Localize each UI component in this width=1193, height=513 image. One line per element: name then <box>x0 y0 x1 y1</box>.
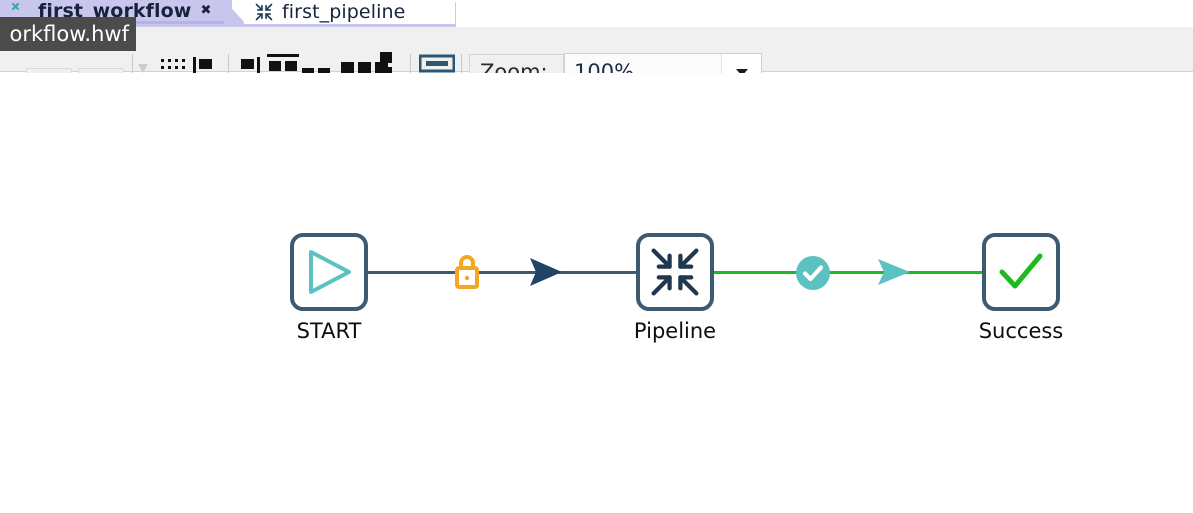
align-top-button[interactable] <box>266 54 300 80</box>
hop-line-start-to-pipeline[interactable] <box>367 271 636 274</box>
node-success[interactable] <box>982 233 1060 311</box>
tab-label: first_workflow <box>38 0 192 22</box>
toolbar-separator-4 <box>461 54 462 76</box>
hop-arrow-start-to-pipeline[interactable] <box>530 257 564 291</box>
toolbar-separator-2 <box>228 54 229 76</box>
toolbar-separator-1 <box>132 54 133 76</box>
hop-line-pipeline-to-success[interactable] <box>713 271 982 274</box>
tab-label: first_pipeline <box>282 1 406 23</box>
node-start[interactable] <box>290 233 368 311</box>
hop-arrow-pipeline-to-success[interactable] <box>878 258 912 290</box>
caret-shape <box>735 68 748 76</box>
node-label-start: START <box>296 319 362 343</box>
tab-first-pipeline[interactable]: first_pipeline <box>244 0 456 24</box>
canvas-toolbar: Zoom: 100% <box>0 24 1193 94</box>
workflow-icon <box>12 2 19 10</box>
play-triangle-icon <box>309 250 351 294</box>
toolbar-separator-3 <box>410 54 411 76</box>
toolbar-top-strip-right <box>456 24 1193 27</box>
check-mark-icon <box>999 253 1043 289</box>
node-label-success: Success <box>978 319 1064 343</box>
check-circle-icon[interactable] <box>795 255 831 295</box>
lock-icon[interactable] <box>452 252 482 294</box>
close-icon[interactable]: ✖ <box>200 3 212 18</box>
pipeline-converge-icon <box>651 248 699 296</box>
overflow-caret-icon[interactable] <box>136 60 150 74</box>
workflow-canvas[interactable]: START Pipeline Success <box>0 73 1193 513</box>
pipeline-converge-icon <box>255 3 273 21</box>
file-path-tooltip: orkflow.hwf <box>0 17 136 51</box>
node-pipeline[interactable] <box>636 233 714 311</box>
editor-tab-bar: first_workflow ✖ first_pipeline <box>0 0 1193 24</box>
node-label-pipeline: Pipeline <box>633 319 717 343</box>
